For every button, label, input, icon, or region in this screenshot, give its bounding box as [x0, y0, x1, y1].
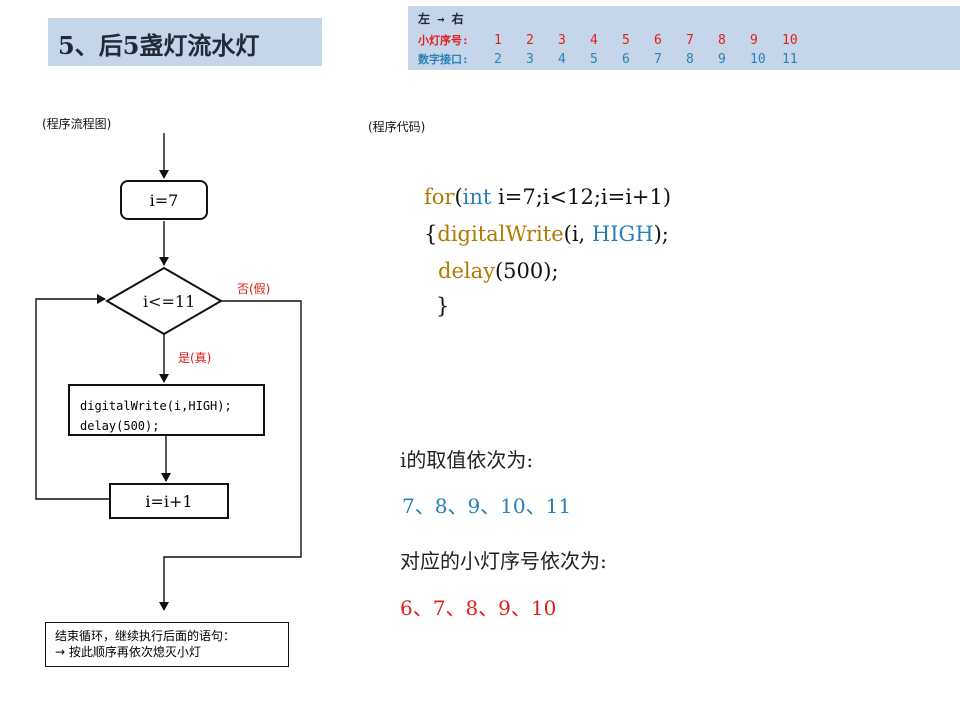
body-line-2: delay(500);: [80, 419, 160, 433]
mapping-direction: 左 → 右: [418, 12, 464, 26]
yes-branch-label: 是(真): [178, 351, 212, 365]
no-path-arrow: [159, 300, 302, 611]
led-number-label: 小灯序号:: [418, 34, 469, 47]
code-line-1: for(int i=7;i<12;i=i+1): [424, 185, 671, 209]
flowchart-caption: (程序流程图): [42, 117, 112, 131]
digital-pin-cell: 6: [622, 52, 630, 67]
end-box: 结束循环，继续执行后面的语句： → 按此顺序再依次熄灭小灯: [45, 622, 289, 667]
code-line-3: delay(500);: [438, 259, 559, 283]
code-line-2: {digitalWrite(i, HIGH);: [424, 222, 669, 246]
digital-pin-cell: 4: [558, 52, 566, 67]
digital-pin-row: 数字接口: 2 3 4 5 6 7 8 9 10 11: [418, 51, 814, 67]
i-values: 7、8、9、10、11: [402, 494, 572, 518]
led-values: 6、7、8、9、10: [400, 596, 557, 620]
code-const-high: HIGH: [591, 222, 654, 246]
digital-pin-cell: 9: [718, 52, 726, 67]
led-number-cell: 6: [654, 33, 662, 48]
led-number-cell: 7: [686, 33, 694, 48]
digital-pin-label: 数字接口:: [418, 53, 469, 66]
loop-body-box: digitalWrite(i,HIGH); delay(500);: [68, 384, 265, 436]
code-open-brace: {: [424, 222, 438, 246]
led-values-label: 对应的小灯序号依次为:: [400, 549, 607, 573]
condition-text: i<=11: [143, 292, 196, 311]
code-caption: (程序代码): [368, 120, 426, 134]
led-number-cell: 9: [750, 33, 758, 48]
led-number-cell: 3: [558, 33, 566, 48]
body-line-1: digitalWrite(i,HIGH);: [80, 399, 232, 413]
led-number-cell: 2: [526, 33, 534, 48]
pin-mapping-panel: [408, 6, 960, 70]
digital-pin-cell: 10: [750, 52, 766, 67]
led-number-row: 小灯序号: 1 2 3 4 5 6 7 8 9 10: [418, 32, 814, 48]
no-branch-label: 否(假): [237, 282, 271, 296]
code-loop-header: i=7;i<12;i=i+1): [491, 185, 672, 209]
digital-pin-cell: 8: [686, 52, 694, 67]
code-close-brace: }: [436, 294, 450, 318]
digital-pin-cell: 3: [526, 52, 534, 67]
title-banner: [48, 18, 322, 66]
led-number-cell: 4: [590, 33, 598, 48]
code-keyword-for: for: [424, 185, 455, 209]
led-number-cell: 5: [622, 33, 630, 48]
digital-pin-cell: 5: [590, 52, 598, 67]
code-paren: (: [454, 185, 463, 209]
end-line-2: → 按此顺序再依次熄灭小灯: [55, 645, 201, 659]
page-title: 5、后5盏灯流水灯: [58, 31, 260, 60]
led-number-cell: 8: [718, 33, 726, 48]
increment-box: i=i+1: [109, 483, 229, 519]
code-type-int: int: [462, 185, 492, 209]
code-args: (i,: [563, 222, 592, 246]
digital-pin-cell: 11: [782, 52, 798, 67]
loop-back-arrow: [35, 294, 109, 500]
code-delay-args: (500);: [494, 259, 559, 283]
led-number-cell: 10: [782, 33, 798, 48]
digital-pin-cell: 2: [494, 52, 502, 67]
code-fn-delay: delay: [438, 259, 495, 283]
i-values-label: i的取值依次为:: [400, 448, 534, 472]
code-line-end: );: [653, 222, 669, 246]
init-box: i=7: [120, 180, 208, 220]
digital-pin-cell: 7: [654, 52, 662, 67]
led-number-cell: 1: [494, 33, 502, 48]
end-line-1: 结束循环，继续执行后面的语句：: [55, 629, 236, 643]
code-fn-digitalwrite: digitalWrite: [437, 222, 564, 246]
